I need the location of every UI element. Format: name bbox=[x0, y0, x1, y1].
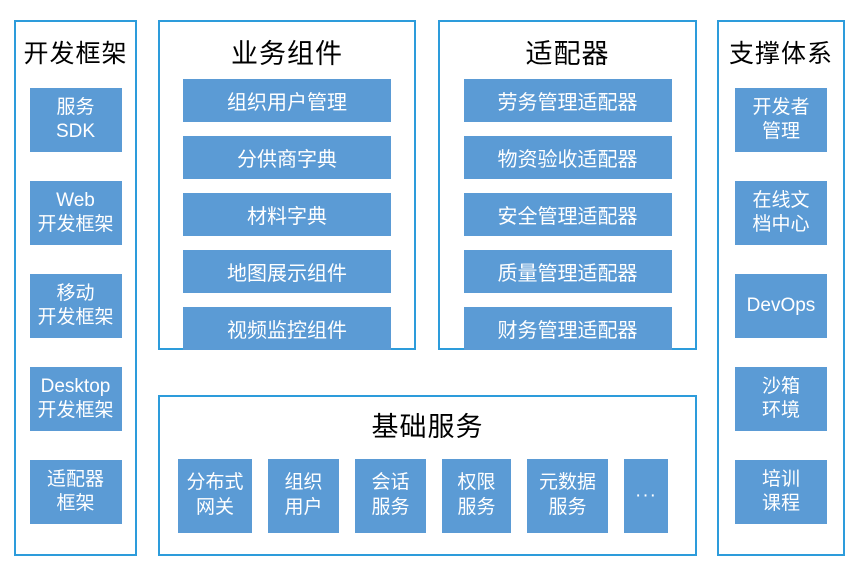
box-supplier-dictionary: 分供商字典 bbox=[183, 136, 391, 179]
box-labor-mgmt-adapter: 劳务管理适配器 bbox=[463, 79, 672, 122]
box-desktop-framework: Desktop 开发框架 bbox=[29, 367, 122, 431]
box-org-user: 组织 用户 bbox=[268, 459, 339, 533]
box-web-framework: Web 开发框架 bbox=[29, 181, 122, 245]
group-adapters: 适配器 劳务管理适配器 物资验收适配器 安全管理适配器 质量管理适配器 财务管理… bbox=[438, 20, 697, 350]
box-quality-mgmt-adapter: 质量管理适配器 bbox=[463, 250, 672, 293]
box-devops: DevOps bbox=[735, 274, 827, 338]
group-business-components: 业务组件 组织用户管理 分供商字典 材料字典 地图展示组件 视频监控组件 bbox=[158, 20, 416, 350]
box-training-courses: 培训 课程 bbox=[735, 460, 827, 524]
group-support-system: 支撑体系 开发者 管理 在线文 档中心 DevOps 沙箱 环境 培训 课程 bbox=[717, 20, 845, 556]
box-distributed-gateway: 分布式 网关 bbox=[178, 459, 252, 533]
box-finance-mgmt-adapter: 财务管理适配器 bbox=[463, 307, 672, 350]
group-items: 开发者 管理 在线文 档中心 DevOps 沙箱 环境 培训 课程 bbox=[719, 88, 843, 524]
group-title: 基础服务 bbox=[371, 412, 484, 442]
box-org-user-mgmt: 组织用户管理 bbox=[183, 79, 391, 122]
box-online-docs-center: 在线文 档中心 bbox=[735, 181, 827, 245]
box-adapter-framework: 适配器 框架 bbox=[29, 460, 122, 524]
group-items: 劳务管理适配器 物资验收适配器 安全管理适配器 质量管理适配器 财务管理适配器 bbox=[440, 79, 695, 350]
group-dev-framework: 开发框架 服务 SDK Web 开发框架 移动 开发框架 Desktop 开发框… bbox=[14, 20, 137, 556]
group-items: 服务 SDK Web 开发框架 移动 开发框架 Desktop 开发框架 适配器… bbox=[16, 88, 135, 524]
box-service-sdk: 服务 SDK bbox=[29, 88, 122, 152]
box-material-acceptance-adapter: 物资验收适配器 bbox=[463, 136, 672, 179]
box-permission-service: 权限 服务 bbox=[442, 459, 511, 533]
box-session-service: 会话 服务 bbox=[355, 459, 426, 533]
group-basic-services: 基础服务 分布式 网关 组织 用户 会话 服务 权限 服务 元数据 服务 ··· bbox=[158, 395, 697, 556]
box-safety-mgmt-adapter: 安全管理适配器 bbox=[463, 193, 672, 236]
group-title: 支撑体系 bbox=[728, 40, 833, 68]
box-sandbox-env: 沙箱 环境 bbox=[735, 367, 827, 431]
box-metadata-service: 元数据 服务 bbox=[527, 459, 608, 533]
box-video-monitor: 视频监控组件 bbox=[183, 307, 391, 350]
box-material-dictionary: 材料字典 bbox=[183, 193, 391, 236]
box-more-services: ··· bbox=[624, 459, 668, 533]
box-mobile-framework: 移动 开发框架 bbox=[29, 274, 122, 338]
box-map-display: 地图展示组件 bbox=[183, 250, 391, 293]
box-developer-mgmt: 开发者 管理 bbox=[735, 88, 827, 152]
group-items: 组织用户管理 分供商字典 材料字典 地图展示组件 视频监控组件 bbox=[160, 79, 414, 350]
group-items: 分布式 网关 组织 用户 会话 服务 权限 服务 元数据 服务 ··· bbox=[178, 459, 695, 533]
group-title: 适配器 bbox=[525, 39, 610, 69]
group-title: 开发框架 bbox=[23, 40, 128, 68]
group-title: 业务组件 bbox=[231, 39, 343, 69]
